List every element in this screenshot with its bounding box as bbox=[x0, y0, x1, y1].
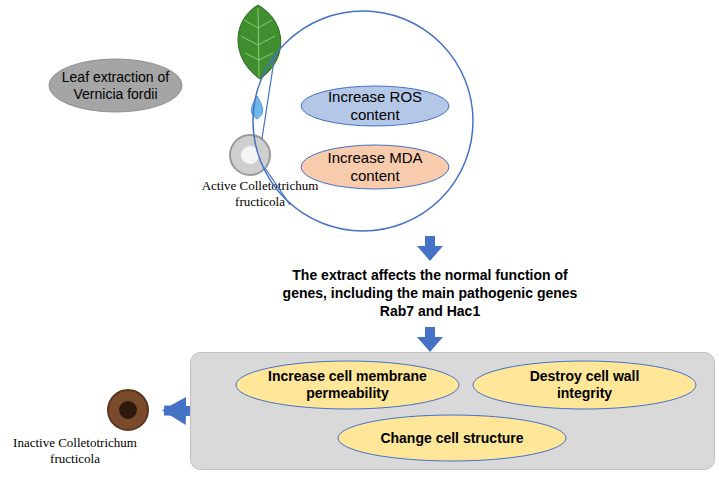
ellipse-node: Increase MDA content bbox=[300, 144, 450, 190]
ellipse-shape bbox=[236, 361, 459, 409]
ellipse-shape bbox=[338, 415, 566, 461]
ellipse-shape bbox=[49, 59, 182, 112]
circle-shape bbox=[253, 11, 473, 231]
colony-node: Inactive Colletotrichum fructicola bbox=[0, 385, 150, 485]
node-text: Destroy cell wall integrity bbox=[515, 368, 655, 402]
node-text: Increase MDA content bbox=[321, 149, 429, 185]
ellipse-node: Increase ROS content bbox=[300, 85, 450, 127]
node-text: Leaf extraction of Vernicia fordii bbox=[55, 69, 177, 103]
note-text: The extract affects the normal function … bbox=[278, 266, 582, 321]
ellipse-node: Increase cell membrane permeability bbox=[235, 360, 460, 410]
group-box: Increase cell membrane permeability Destr… bbox=[190, 352, 715, 470]
ellipse-node: Destroy cell wall integrity bbox=[472, 360, 697, 410]
node-text: Change cell structure bbox=[352, 430, 552, 447]
zoom-line bbox=[265, 168, 290, 205]
node-text: Increase ROS content bbox=[321, 88, 429, 124]
flow-arrow bbox=[164, 405, 190, 416]
ellipse-shape bbox=[301, 145, 449, 189]
flow-arrow bbox=[417, 327, 443, 352]
node-text: Active Colletotrichum fructicola bbox=[190, 178, 330, 209]
ellipse-node: Leaf extraction of Vernicia fordii bbox=[48, 58, 183, 113]
leaf-veins bbox=[241, 8, 275, 77]
ellipse-node: Change cell structure bbox=[337, 414, 567, 462]
zoom-line bbox=[262, 53, 275, 139]
flow-arrow bbox=[417, 236, 443, 261]
ellipse-shape bbox=[301, 86, 449, 126]
colony-center bbox=[119, 401, 137, 419]
node-text: Inactive Colletotrichum fructicola bbox=[0, 435, 150, 466]
ellipse-shape bbox=[473, 361, 696, 409]
node-text: Increase cell membrane permeability bbox=[255, 368, 440, 402]
rect-shape bbox=[191, 353, 715, 470]
zoom-circle: Increase ROS contentIncrease MDA content bbox=[252, 10, 474, 232]
colony-disc bbox=[108, 390, 148, 430]
leaf-image bbox=[238, 5, 281, 79]
